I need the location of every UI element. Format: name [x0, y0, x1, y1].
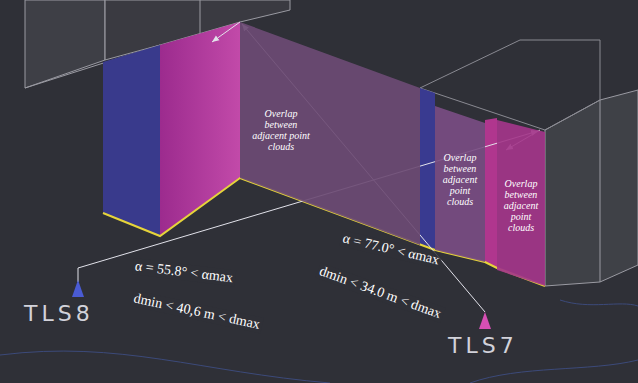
scanner-symbol: [72, 280, 84, 297]
facade-panel: [160, 22, 240, 236]
angle-label: α = 77.0° < αmax: [339, 230, 443, 269]
scanner-symbol: [479, 312, 491, 329]
sight-line: [212, 22, 240, 42]
scanner-name: TLS8: [24, 302, 94, 326]
sight-line: [78, 268, 79, 282]
facade-panel: [485, 118, 497, 268]
facade-panel: [103, 45, 160, 236]
distance-label: dmin < 34.0 m < dmax: [315, 262, 445, 322]
overlap-panel: Overlap between adjacent point clouds: [240, 22, 420, 245]
distance-label: dmin < 40,6 m < dmax: [130, 290, 263, 333]
neighbour-building: [545, 90, 638, 286]
facade-panel: [420, 88, 435, 250]
overlap-note: Overlap between adjacent point clouds: [499, 178, 543, 233]
angle-label: α = 55.8° < αmax: [132, 258, 236, 286]
scanner-name: TLS7: [448, 334, 518, 358]
overlap-note: Overlap between adjacent point clouds: [437, 152, 483, 207]
overlap-panel: Overlap between adjacent point clouds: [497, 120, 545, 286]
sight-line: [506, 130, 540, 150]
overlap-note: Overlap between adjacent point clouds: [250, 108, 312, 152]
overlap-panel: Overlap between adjacent point clouds: [435, 106, 485, 262]
sight-line: [78, 131, 538, 268]
sight-line: [242, 24, 485, 312]
contour-line: [0, 351, 330, 383]
contour-line: [470, 360, 638, 383]
contour-line: [560, 300, 638, 306]
